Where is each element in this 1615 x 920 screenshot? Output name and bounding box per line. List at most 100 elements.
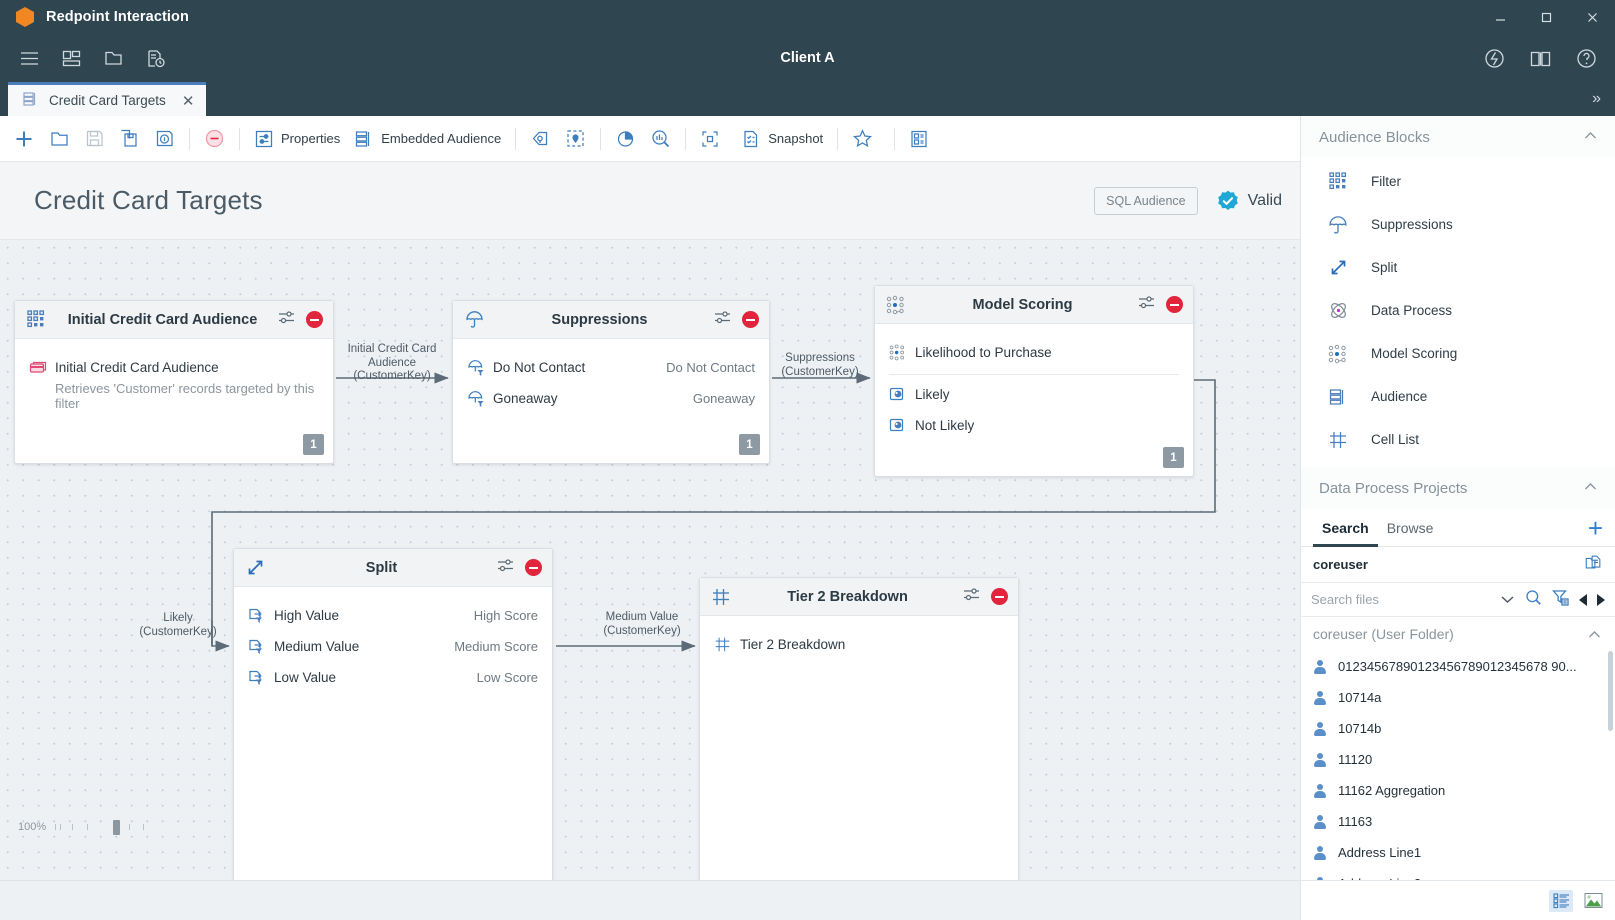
snapshot-button[interactable]	[693, 122, 734, 156]
document-clock-icon[interactable]	[136, 39, 174, 77]
delete-node-button[interactable]	[991, 588, 1008, 605]
open-button[interactable]	[42, 122, 77, 156]
image-view-button[interactable]	[1581, 890, 1605, 912]
location-select-button[interactable]	[558, 122, 593, 156]
node-row[interactable]: Low Value Low Score	[248, 662, 538, 693]
block-data-process[interactable]: Data Process	[1301, 289, 1615, 332]
minimize-button[interactable]	[1477, 0, 1523, 34]
add-project-button[interactable]: +	[1587, 512, 1603, 543]
close-button[interactable]	[1569, 0, 1615, 34]
zoom-slider[interactable]	[53, 818, 145, 836]
settings-sliders-icon[interactable]	[497, 557, 514, 579]
list-item[interactable]: 10714b	[1301, 713, 1615, 744]
search-icon[interactable]	[1525, 589, 1542, 611]
audience-blocks-header[interactable]: Audience Blocks	[1301, 116, 1615, 158]
node-header[interactable]: Tier 2 Breakdown	[700, 578, 1018, 616]
scrollbar-thumb[interactable]	[1608, 651, 1613, 731]
next-page-icon[interactable]	[1597, 593, 1605, 606]
node-tier-2-breakdown[interactable]: Tier 2 Breakdown Tier 2 Breakdown 1	[699, 577, 1019, 880]
block-split[interactable]: Split	[1301, 246, 1615, 289]
hamburger-menu-icon[interactable]	[10, 39, 48, 77]
tab-credit-card-targets[interactable]: Credit Card Targets ✕	[8, 82, 207, 116]
filter-settings-icon[interactable]	[1552, 589, 1569, 611]
send-emails-button[interactable]	[845, 122, 887, 156]
settings-sliders-icon[interactable]	[278, 309, 295, 331]
block-cell-list[interactable]: Cell List	[1301, 418, 1615, 461]
grid-report-button[interactable]	[902, 122, 936, 156]
node-header[interactable]: Split	[234, 549, 552, 587]
node-model-scoring[interactable]: Model Scoring	[874, 285, 1194, 477]
search-files-row[interactable]: Search files	[1301, 583, 1615, 617]
node-header[interactable]: Initial Credit Card Audience	[15, 301, 333, 339]
chevron-down-icon[interactable]	[1500, 591, 1515, 609]
chart-search-button[interactable]	[643, 122, 678, 156]
list-item[interactable]: 11162 Aggregation	[1301, 775, 1615, 806]
tab-search[interactable]: Search	[1313, 509, 1378, 547]
list-item[interactable]: 11163	[1301, 806, 1615, 837]
delete-button[interactable]	[197, 122, 232, 156]
maximize-button[interactable]	[1523, 0, 1569, 34]
node-split[interactable]: Split High Value High Score	[233, 548, 553, 880]
node-row[interactable]: Likely	[889, 379, 1179, 410]
list-item[interactable]: 10714a	[1301, 682, 1615, 713]
pie-chart-button[interactable]	[608, 122, 643, 156]
help-icon[interactable]	[1567, 39, 1605, 77]
zoom-control[interactable]: 100%	[18, 818, 145, 836]
tests-button[interactable]: Snapshot	[734, 122, 830, 156]
delete-node-button[interactable]	[1166, 296, 1183, 313]
new-button[interactable]	[6, 122, 42, 156]
user-folder-header[interactable]: coreuser (User Folder)	[1301, 617, 1615, 651]
node-suppressions[interactable]: Suppressions Do Not Contact Do Not Conta…	[452, 300, 770, 464]
save-copy-button[interactable]	[112, 122, 147, 156]
block-filter[interactable]: Filter	[1301, 160, 1615, 203]
embedded-audience-button[interactable]: Embedded Audience	[347, 122, 508, 156]
workflow-canvas[interactable]: Initial Credit Card Audience Initial Cre…	[0, 240, 1300, 880]
settings-sliders-icon[interactable]	[1138, 294, 1155, 316]
chevron-up-icon[interactable]	[1588, 626, 1601, 642]
list-view-button[interactable]	[1549, 889, 1573, 912]
node-row[interactable]: Initial Credit Card Audience	[29, 352, 319, 383]
tab-overflow-icon[interactable]: »	[1592, 90, 1601, 107]
book-icon[interactable]	[1521, 39, 1559, 77]
layout-icon[interactable]	[52, 39, 90, 77]
file-list[interactable]: 01234567890123456789012345678 90... 1071…	[1301, 651, 1615, 880]
sql-audience-button[interactable]: SQL Audience	[1094, 187, 1198, 215]
delete-node-button[interactable]	[742, 311, 759, 328]
node-header[interactable]: Model Scoring	[875, 286, 1193, 324]
activity-icon[interactable]	[1475, 39, 1513, 77]
list-item[interactable]: Address Line1	[1301, 837, 1615, 868]
node-row[interactable]: Likelihood to Purchase	[889, 337, 1179, 368]
block-suppressions[interactable]: Suppressions	[1301, 203, 1615, 246]
delete-node-button[interactable]	[306, 311, 323, 328]
node-row[interactable]: Not Likely	[889, 410, 1179, 441]
delete-node-button[interactable]	[525, 559, 542, 576]
previous-page-icon[interactable]	[1579, 593, 1587, 606]
save-as-button[interactable]	[147, 122, 182, 156]
node-header[interactable]: Suppressions	[453, 301, 769, 339]
node-row[interactable]: High Value High Score	[248, 600, 538, 631]
tab-browse[interactable]: Browse	[1386, 519, 1434, 536]
chevron-up-icon[interactable]	[1584, 131, 1597, 143]
list-item[interactable]: 11120	[1301, 744, 1615, 775]
copy-folder-icon[interactable]	[1584, 553, 1603, 577]
settings-sliders-icon[interactable]	[963, 586, 980, 608]
tag-key-button[interactable]	[523, 122, 558, 156]
node-row[interactable]: Goneaway Goneaway	[467, 383, 755, 414]
block-audience[interactable]: Audience	[1301, 375, 1615, 418]
list-item[interactable]: Address Line2	[1301, 868, 1615, 880]
node-row[interactable]: Medium Value Medium Score	[248, 631, 538, 662]
properties-button[interactable]: Properties	[247, 122, 347, 156]
settings-sliders-icon[interactable]	[714, 309, 731, 331]
node-row[interactable]: Tier 2 Breakdown	[714, 629, 1004, 660]
save-button[interactable]	[77, 122, 112, 156]
chevron-up-icon[interactable]	[1584, 482, 1597, 494]
list-item[interactable]: 01234567890123456789012345678 90...	[1301, 651, 1615, 682]
folder-icon[interactable]	[94, 39, 132, 77]
block-model-scoring[interactable]: Model Scoring	[1301, 332, 1615, 375]
close-icon[interactable]: ✕	[181, 92, 195, 110]
node-row[interactable]: Do Not Contact Do Not Contact	[467, 352, 755, 383]
zoom-slider-handle[interactable]	[113, 820, 121, 835]
node-initial-credit-card-audience[interactable]: Initial Credit Card Audience Initial Cre…	[14, 300, 334, 464]
data-process-projects-header[interactable]: Data Process Projects	[1301, 467, 1615, 509]
search-input[interactable]: Search files	[1311, 592, 1379, 607]
